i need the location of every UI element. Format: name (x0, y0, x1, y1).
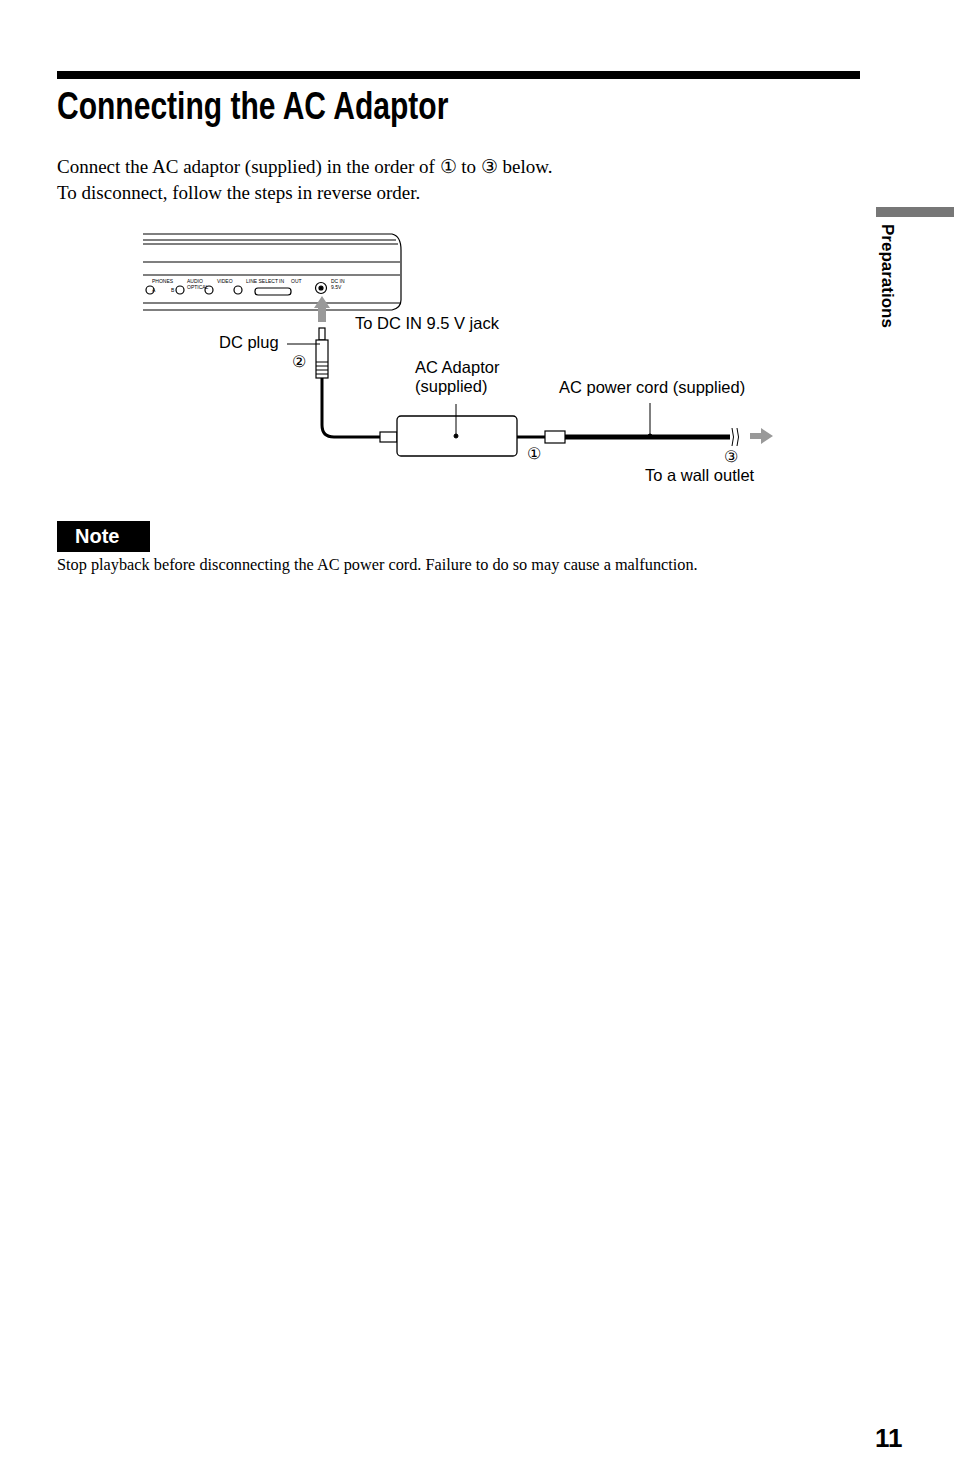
part-label: AC power cord (supplied) (559, 378, 745, 397)
note-heading: Note (75, 521, 132, 552)
callout-number: ① (527, 445, 541, 463)
callout-number: ② (292, 353, 306, 371)
port-label: VIDEO (217, 279, 233, 285)
insert-arrow (314, 296, 330, 322)
port-label: OUT (291, 279, 302, 285)
part-label: DC plug (219, 333, 279, 352)
title-rule (57, 71, 860, 79)
part-label: To a wall outlet (645, 466, 754, 485)
port-label: LINE SELECT (246, 279, 278, 285)
page-title: Connecting the AC Adaptor (57, 84, 448, 128)
side-tab (876, 207, 954, 217)
port-label: IN (279, 279, 284, 285)
part-label: AC Adaptor (supplied) (415, 358, 515, 396)
intro-text: Connect the AC adaptor (supplied) in the… (57, 156, 553, 178)
part-label: To DC IN 9.5 V jack (355, 314, 499, 333)
port-label: PHONES (152, 279, 173, 285)
section-tab: Preparations (877, 224, 897, 328)
dvd-player (143, 234, 401, 310)
note-text: Stop playback before disconnecting the A… (57, 556, 698, 575)
page-number: 11 (875, 1424, 903, 1454)
intro-text: To disconnect, follow the steps in rever… (57, 182, 420, 204)
port-label: A (152, 288, 155, 294)
note-band: Note (57, 521, 150, 552)
callout-number: ③ (724, 448, 738, 466)
port-label: AUDIO (187, 279, 203, 285)
port-label: 9.5V (331, 285, 341, 291)
port-label: B (171, 288, 174, 294)
outlet-arrow (750, 428, 773, 444)
port-label: OPTICAL (187, 285, 208, 291)
port-label: DC IN (331, 279, 345, 285)
